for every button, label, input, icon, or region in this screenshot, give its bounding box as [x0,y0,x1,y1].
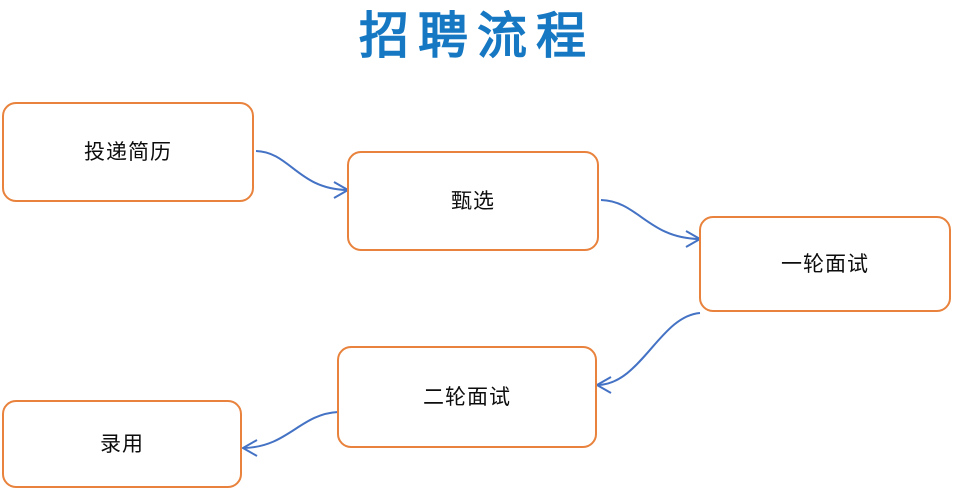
flow-node-apply[interactable]: 投递简历 [2,102,254,202]
connector-interview1-to-interview2 [594,312,701,394]
flow-node-screening[interactable]: 甄选 [347,151,599,251]
flow-node-label: 一轮面试 [781,251,869,276]
flow-node-label: 二轮面试 [423,384,511,409]
connector-interview2-to-offer [240,411,339,457]
flow-node-offer[interactable]: 录用 [2,400,242,488]
flow-node-interview2[interactable]: 二轮面试 [337,346,597,448]
flow-node-label: 录用 [100,431,144,456]
flow-node-label: 投递简历 [84,139,172,164]
flow-node-interview1[interactable]: 一轮面试 [699,216,951,312]
flow-node-label: 甄选 [451,188,495,213]
connector-screening-to-interview1 [600,199,703,248]
page-title: 招聘流程 [359,8,595,64]
connector-apply-to-screening [255,150,351,199]
